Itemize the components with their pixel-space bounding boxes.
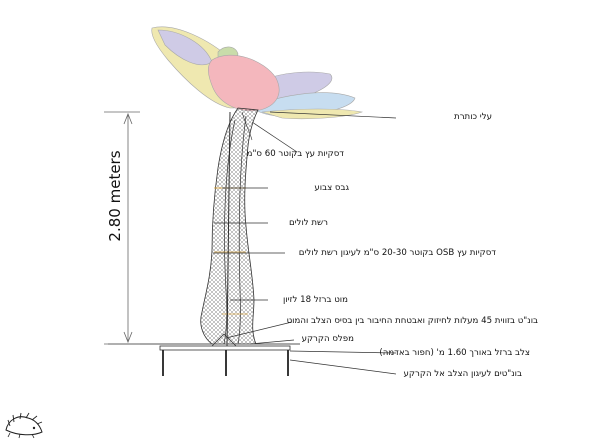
label-bolt-45: בונ"ט בזווית 45 מעלות לחיזוק ואבטחת החיב… (286, 316, 538, 326)
label-steel-cross: צלב ברזל באורך 1.60 מ' (חפור באדמה) (379, 348, 530, 358)
label-chicken-wire: רשת לולים (288, 218, 328, 228)
leader-lines (213, 111, 397, 375)
label-painted-plaster: גבס צבוע (314, 183, 349, 193)
label-petals: עלי כותרת (454, 112, 492, 122)
label-osb-discs: דסקיות עץ OSB בקוטר 20-30 ס"מ לעיגון רשת… (298, 248, 496, 258)
label-floor-level: מפלס הקרקע (301, 334, 354, 344)
height-dimension (104, 111, 140, 345)
height-dimension-label: 2.80 meters (106, 150, 124, 242)
base (108, 333, 300, 376)
petals (151, 26, 364, 120)
label-ground-bolts: בונ"טים לעיגון הצלב אל הקרקע (403, 369, 522, 379)
steel-rod (226, 111, 231, 347)
stem (200, 107, 259, 347)
petal-pink (208, 55, 280, 112)
label-steel-rod: מוט ברזל 18 לזיון (282, 295, 348, 305)
hedgehog-logo-icon (5, 412, 43, 439)
label-wood-discs-60: דסקיות עץ בקוטר 60 ס"מ (246, 149, 344, 159)
steel-cross-plate (159, 345, 291, 351)
